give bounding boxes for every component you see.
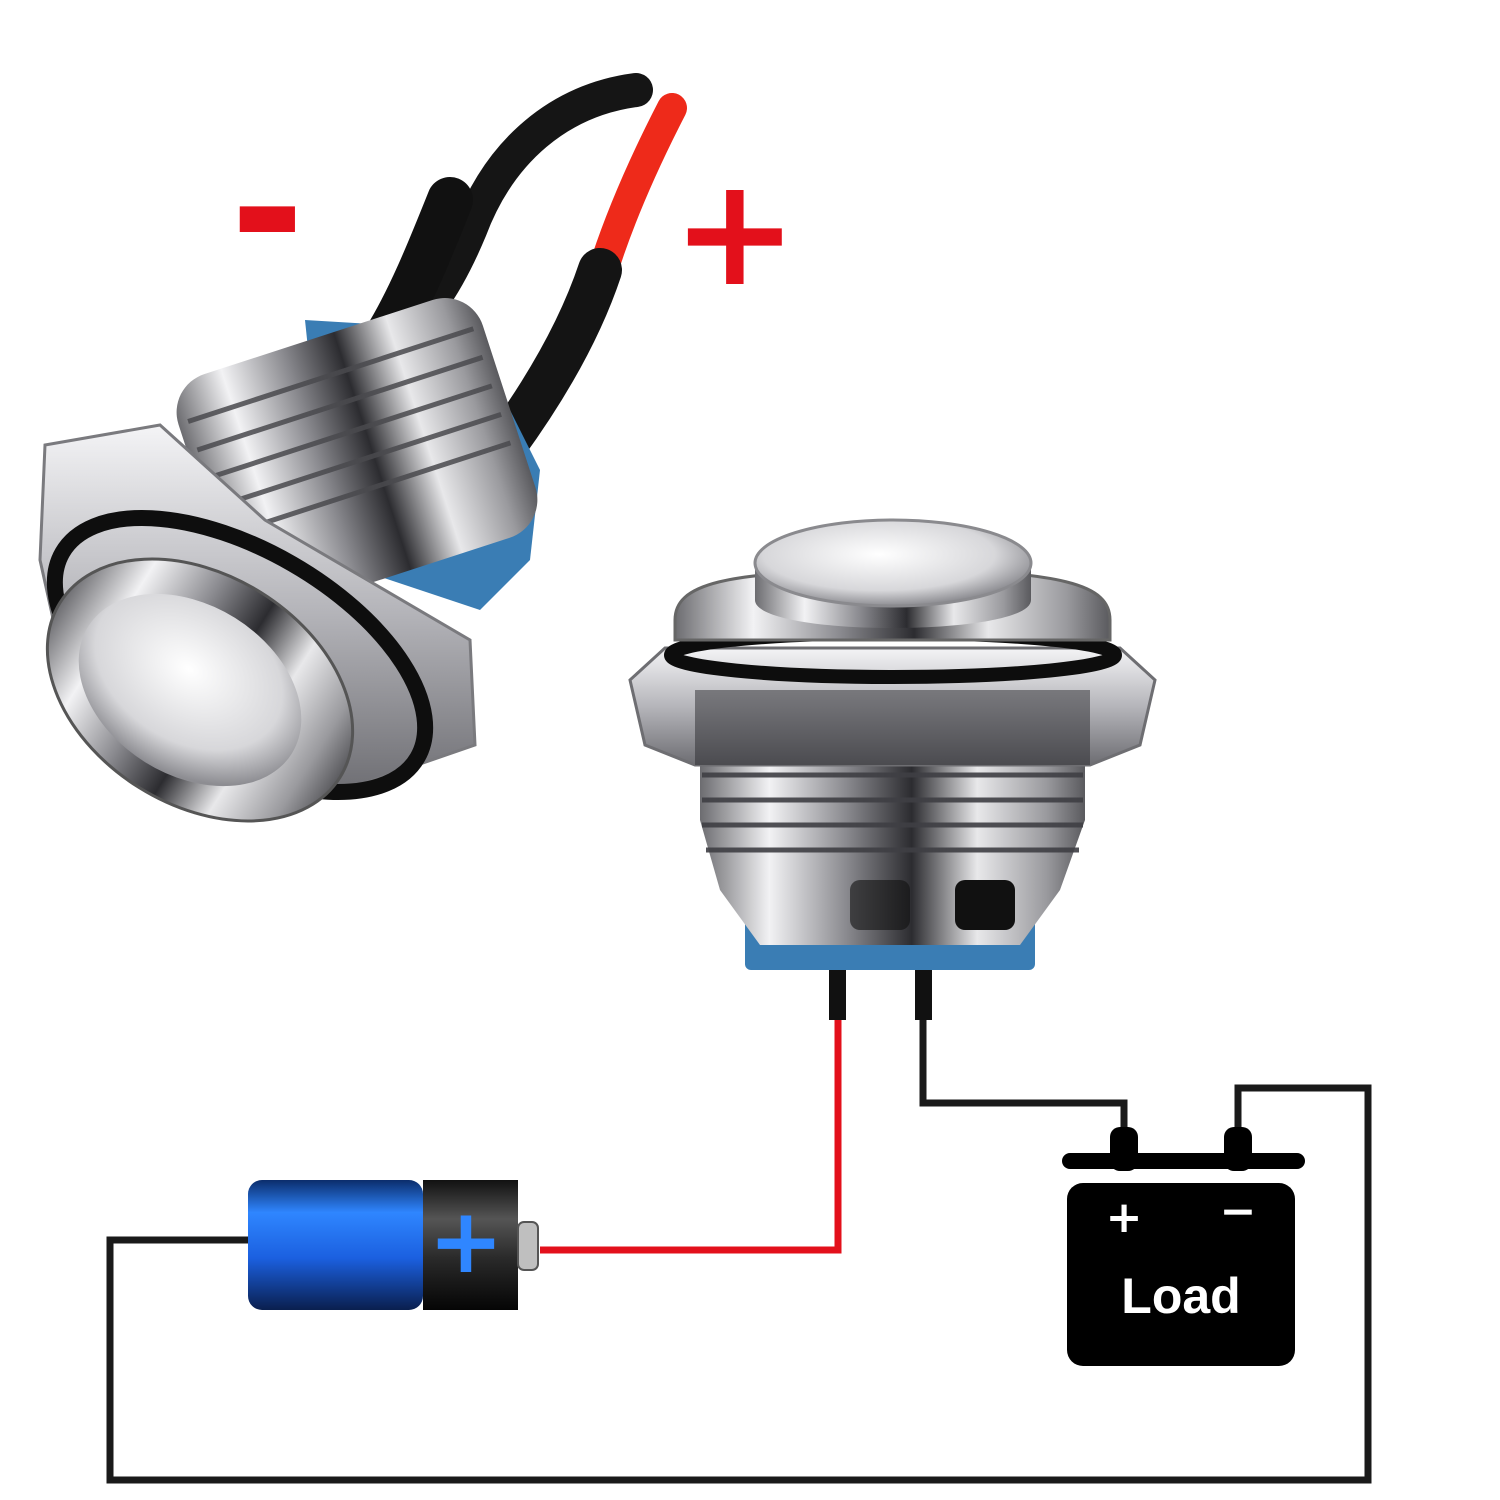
circuit-wires [106,1020,1372,1484]
battery-icon: + [248,1180,539,1310]
load-terminal-minus [1224,1127,1252,1171]
load-icon: + − Load [1062,1127,1305,1366]
push-cap [753,518,1033,608]
load-box [1067,1183,1295,1366]
load-minus-sign: − [1220,1186,1257,1237]
switch-with-leads [38,73,687,823]
push-cap [78,593,302,787]
negative-wire-label: - [230,105,305,314]
load-plus-sign: + [1106,1192,1143,1243]
black-wire-switch-to-load [919,1020,1128,1140]
battery-plus-symbol: + [428,1189,503,1294]
push-button-switch [628,518,1157,1020]
black-wire-load-to-battery [106,1084,1372,1484]
positive-wire-label: + [672,146,798,320]
load-label: Load [1121,1268,1240,1324]
load-terminal-plus [1110,1127,1138,1171]
red-wire [540,1020,842,1254]
terminal-pin-left [829,970,846,1020]
terminal-pin-right [915,970,932,1020]
